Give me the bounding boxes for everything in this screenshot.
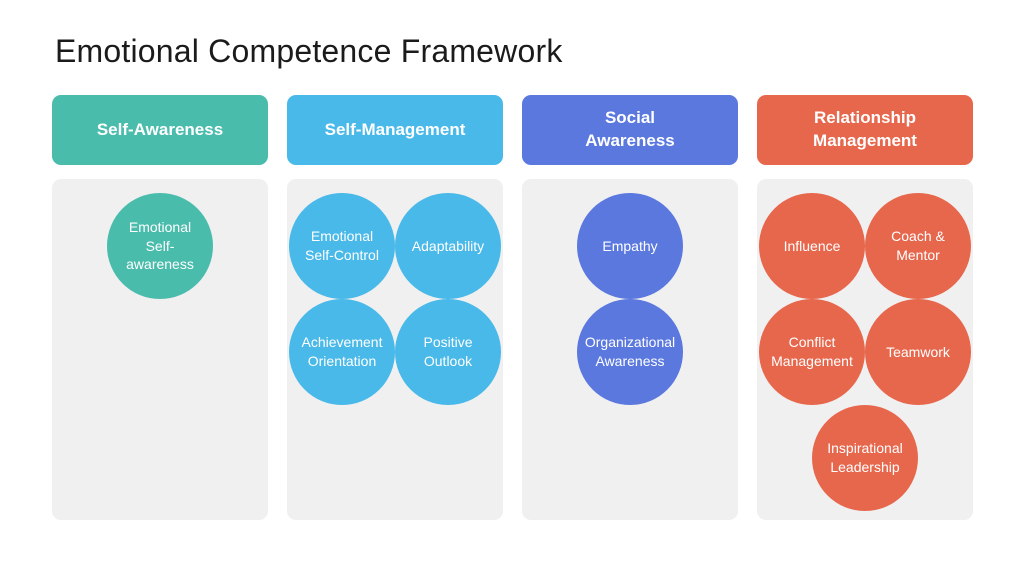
competence-circle: Influence bbox=[759, 193, 865, 299]
circle-row: Emotional Self- awareness bbox=[107, 193, 213, 299]
page-title: Emotional Competence Framework bbox=[55, 33, 563, 69]
circle-row: Empathy bbox=[577, 193, 683, 299]
circle-row: Inspirational Leadership bbox=[812, 405, 918, 511]
competence-circle: Coach & Mentor bbox=[865, 193, 971, 299]
column-header-relationship-management: Relationship Management bbox=[757, 95, 973, 165]
circle-row: Organizational Awareness bbox=[577, 299, 683, 405]
competence-circle: Organizational Awareness bbox=[577, 299, 683, 405]
competence-circle: Achievement Orientation bbox=[289, 299, 395, 405]
competence-circle: Adaptability bbox=[395, 193, 501, 299]
column-header-self-management: Self-Management bbox=[287, 95, 503, 165]
competence-circle: Empathy bbox=[577, 193, 683, 299]
column-header-self-awareness: Self-Awareness bbox=[52, 95, 268, 165]
competence-circle: Teamwork bbox=[865, 299, 971, 405]
competence-circle: Inspirational Leadership bbox=[812, 405, 918, 511]
competence-circle: Positive Outlook bbox=[395, 299, 501, 405]
column-header-social-awareness: Social Awareness bbox=[522, 95, 738, 165]
competence-circle: Conflict Management bbox=[759, 299, 865, 405]
competence-circle: Emotional Self-Control bbox=[289, 193, 395, 299]
column-panel-self-awareness: Emotional Self- awareness bbox=[52, 179, 268, 520]
competence-circle: Emotional Self- awareness bbox=[107, 193, 213, 299]
